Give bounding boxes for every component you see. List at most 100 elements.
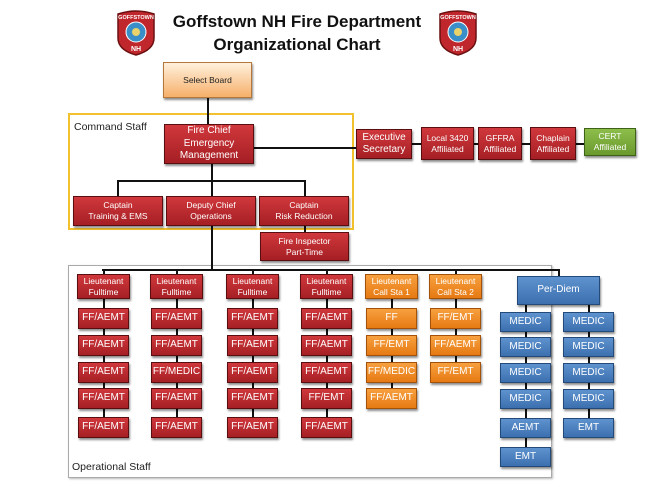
box-text: Executive bbox=[362, 131, 406, 143]
box-text: FF/AEMT bbox=[231, 421, 274, 433]
connector-line bbox=[304, 226, 306, 232]
staff-box[interactable]: FF/EMT bbox=[301, 388, 352, 409]
staff-box[interactable]: FF/AEMT bbox=[301, 417, 352, 438]
staff-box[interactable]: FF/AEMT bbox=[151, 335, 202, 356]
box-text: GFFRA bbox=[485, 132, 515, 143]
box-text: FF/EMT bbox=[437, 366, 474, 378]
box-text: FF/AEMT bbox=[231, 339, 274, 351]
box-text: Fire Chief bbox=[187, 125, 231, 137]
connector-line bbox=[176, 299, 178, 417]
connector-line bbox=[102, 269, 560, 271]
box-text: Affiliated bbox=[483, 143, 517, 154]
connector-line bbox=[326, 270, 328, 275]
box-text: Lieutenant bbox=[306, 275, 347, 286]
staff-box[interactable]: FF/AEMT bbox=[78, 417, 129, 438]
box-text: FF/AEMT bbox=[82, 312, 125, 324]
staff-box[interactable]: FF bbox=[366, 308, 417, 329]
box-text: FF/AEMT bbox=[82, 366, 125, 378]
box-text: Risk Reduction bbox=[275, 211, 333, 221]
box-text: FF/EMT bbox=[308, 392, 345, 404]
box-text: MEDIC bbox=[509, 392, 542, 404]
staff-box[interactable]: FF/AEMT bbox=[78, 362, 129, 383]
staff-box[interactable]: FF/AEMT bbox=[301, 308, 352, 329]
connector-line bbox=[103, 299, 105, 417]
connector-line bbox=[117, 180, 306, 182]
connector-line bbox=[522, 143, 530, 145]
staff-box[interactable]: FF/AEMT bbox=[78, 388, 129, 409]
box-text: FF/AEMT bbox=[231, 392, 274, 404]
connector-line bbox=[391, 270, 393, 275]
staff-box[interactable]: FF/AEMT bbox=[78, 335, 129, 356]
per-diem-staff-box[interactable]: MEDIC bbox=[563, 389, 614, 409]
box-text: Deputy Chief bbox=[186, 200, 236, 211]
command-staff-label: Command Staff bbox=[74, 121, 147, 133]
box-text: MEDIC bbox=[509, 315, 542, 327]
box-text: Fulltime bbox=[161, 286, 192, 297]
staff-box[interactable]: FF/AEMT bbox=[227, 308, 278, 329]
staff-box[interactable]: FF/AEMT bbox=[430, 335, 481, 356]
per-diem-staff-box[interactable]: MEDIC bbox=[563, 363, 614, 383]
per-diem-staff-box[interactable]: MEDIC bbox=[563, 337, 614, 357]
staff-box[interactable]: FF/AEMT bbox=[151, 417, 202, 438]
per-diem-staff-box[interactable]: AEMT bbox=[500, 418, 551, 438]
staff-box[interactable]: FF/AEMT bbox=[227, 417, 278, 438]
per-diem-staff-box[interactable]: MEDIC bbox=[500, 363, 551, 383]
box-text: MEDIC bbox=[572, 366, 605, 378]
box-text: Fulltime bbox=[311, 286, 342, 297]
staff-box[interactable]: FF/EMT bbox=[366, 335, 417, 356]
per-diem-staff-box[interactable]: MEDIC bbox=[500, 312, 551, 332]
staff-box[interactable]: FF/AEMT bbox=[151, 388, 202, 409]
select-board-box[interactable]: Select Board bbox=[163, 62, 252, 98]
box-text: FF/AEMT bbox=[155, 421, 198, 433]
box-text: Management bbox=[179, 150, 239, 162]
staff-box[interactable]: FF/AEMT bbox=[301, 362, 352, 383]
per-diem-staff-box[interactable]: MEDIC bbox=[563, 312, 614, 332]
box-text: FF/EMT bbox=[437, 312, 474, 324]
staff-box[interactable]: FF/AEMT bbox=[78, 308, 129, 329]
box-text: Captain bbox=[289, 200, 319, 211]
box-text: FF/AEMT bbox=[231, 366, 274, 378]
per-diem-staff-box[interactable]: EMT bbox=[563, 418, 614, 438]
box-text: Fire Inspector bbox=[278, 235, 331, 246]
box-text: FF/AEMT bbox=[155, 312, 198, 324]
connector-line bbox=[103, 270, 105, 275]
staff-box[interactable]: FF/MEDIC bbox=[366, 362, 417, 383]
staff-box[interactable]: FF/AEMT bbox=[366, 388, 417, 409]
staff-box[interactable]: FF/AEMT bbox=[227, 335, 278, 356]
staff-box[interactable]: FF/AEMT bbox=[227, 362, 278, 383]
box-text: Part-Time bbox=[286, 246, 323, 257]
staff-box[interactable]: FF/MEDIC bbox=[151, 362, 202, 383]
staff-box[interactable]: FF/EMT bbox=[430, 362, 481, 383]
staff-box[interactable]: FF/AEMT bbox=[151, 308, 202, 329]
box-text: AEMT bbox=[511, 421, 540, 433]
box-text: FF/AEMT bbox=[231, 312, 274, 324]
box-text: MEDIC bbox=[509, 366, 542, 378]
box-text: Fulltime bbox=[88, 286, 119, 297]
per-diem-box[interactable]: Per-Diem bbox=[517, 276, 600, 305]
box-text: Call Sta 2 bbox=[437, 286, 474, 297]
staff-box[interactable]: FF/AEMT bbox=[301, 335, 352, 356]
staff-box[interactable]: FF/EMT bbox=[430, 308, 481, 329]
staff-box[interactable]: FF/AEMT bbox=[227, 388, 278, 409]
per-diem-staff-box[interactable]: EMT bbox=[500, 447, 551, 467]
per-diem-staff-box[interactable]: MEDIC bbox=[500, 389, 551, 409]
per-diem-staff-box[interactable]: MEDIC bbox=[500, 337, 551, 357]
box-text: Call Sta 1 bbox=[373, 286, 410, 297]
